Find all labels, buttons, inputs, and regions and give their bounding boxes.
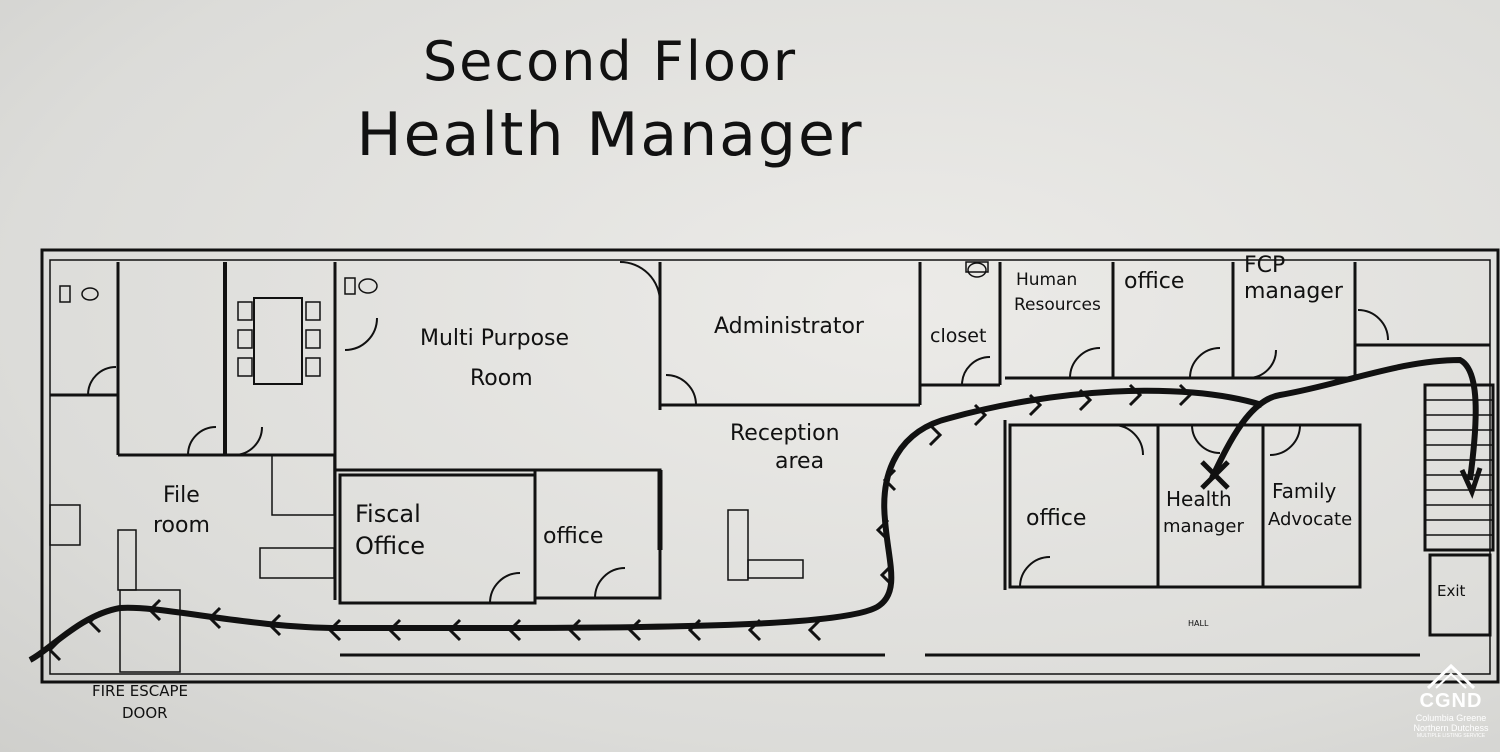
label-office-middle: office (543, 524, 603, 549)
exit-vestibule (1428, 553, 1492, 637)
label-fcp-manager-1: FCP (1244, 253, 1285, 278)
label-health-manager-1: Health (1166, 487, 1232, 511)
label-fiscal-office-1: Fiscal (355, 500, 421, 528)
logo-brand: CGND (1419, 690, 1483, 712)
walls (40, 248, 1500, 684)
label-office-top: office (1124, 269, 1184, 294)
label-family-advocate-2: Advocate (1268, 509, 1352, 530)
label-administrator: Administrator (714, 314, 865, 339)
logo-tag: MULTIPLE LISTING SERVICE (1416, 733, 1486, 739)
label-hall: HALL (1188, 619, 1209, 628)
label-multi-purpose-1: Multi Purpose (420, 326, 569, 351)
label-fiscal-office-2: Office (355, 532, 425, 560)
logo-line1: Columbia Greene (1415, 713, 1487, 723)
label-file-room-2: room (153, 513, 210, 538)
outer-wall (40, 248, 1500, 684)
label-multi-purpose-2: Room (470, 366, 533, 391)
label-fire-escape-2: DOOR (122, 704, 168, 722)
label-closet: closet (930, 325, 986, 347)
label-family-advocate-1: Family (1272, 479, 1337, 503)
label-health-manager-2: manager (1163, 516, 1245, 537)
label-file-room-1: File (163, 483, 200, 508)
outer-wall-inner (49, 259, 1491, 675)
plan-title-line2: Health Manager (356, 100, 864, 170)
label-office-right: office (1026, 506, 1086, 531)
escape-route (28, 356, 1483, 663)
label-human-resources-2: Resources (1014, 295, 1101, 315)
house-icon (1426, 663, 1476, 690)
label-reception-1: Reception (730, 421, 840, 446)
label-exit: Exit (1437, 582, 1466, 600)
cgnd-logo: CGND Columbia Greene Northern Dutchess M… (1408, 660, 1494, 746)
label-reception-2: area (775, 449, 824, 474)
family-advocate-walls (1261, 423, 1362, 589)
logo-line2: Northern Dutchess (1413, 723, 1489, 733)
plan-title-line1: Second Floor (422, 30, 798, 93)
destination-x-mark (1200, 460, 1230, 490)
stairs (1423, 383, 1495, 552)
room-labels: Multi Purpose Room Administrator closet … (92, 253, 1466, 722)
label-human-resources-1: Human (1016, 270, 1077, 290)
label-fcp-manager-2: manager (1244, 279, 1344, 304)
label-fire-escape-1: FIRE ESCAPE (92, 682, 188, 700)
